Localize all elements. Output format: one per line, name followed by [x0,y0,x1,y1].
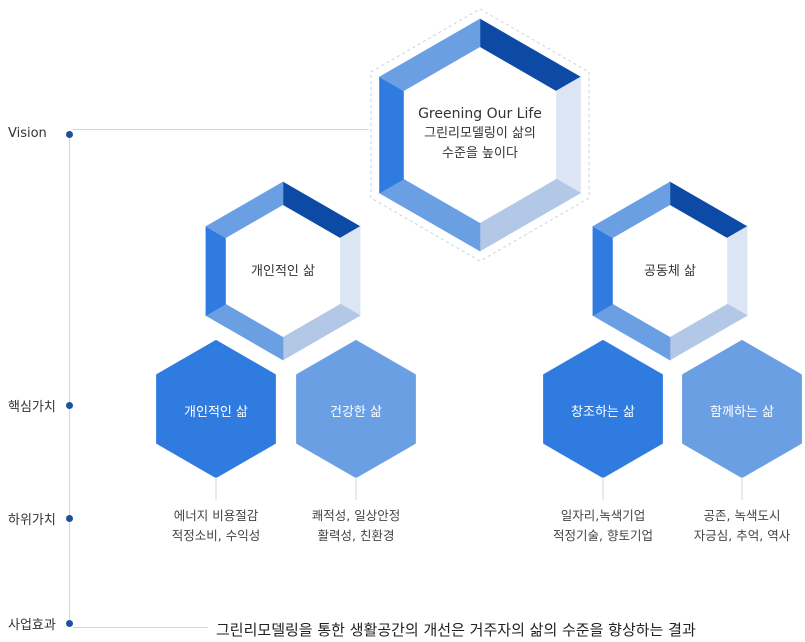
core-value-healthy: 건강한 삶 [330,405,382,420]
vision-text: Greening Our Life 그린리모델링이 삶의 수준을 높이다 [400,104,560,164]
vision-line-3: 수준을 높이다 [442,146,518,161]
level-label-core: 핵심가치 [8,400,56,415]
category-personal: 개인적인 삶 [251,264,315,279]
sub-values-personal: 에너지 비용절감 적정소비, 수익성 [146,506,286,546]
sub-value-line: 에너지 비용절감 [173,508,259,523]
level-axis-line [69,134,70,624]
sub-values-together: 공존, 녹색도시 자긍심, 추억, 역사 [672,506,805,546]
sub-value-line: 적정기술, 향토기업 [553,528,653,543]
level-dot-core [66,402,73,409]
core-value-personal: 개인적인 삶 [184,405,248,420]
core-value-together: 함께하는 삶 [710,405,774,420]
level-label-vision: Vision [8,126,47,141]
sub-values-healthy: 쾌적성, 일상안정 활력성, 친환경 [286,506,426,546]
community-hexagon-inner [612,205,728,337]
vision-connector [73,129,369,130]
vision-title: Greening Our Life [418,106,542,122]
business-effect-statement: 그린리모델링을 통한 생활공간의 개선은 거주자의 삶의 수준을 향상하는 결과 [216,621,696,639]
sub-value-line: 활력성, 친환경 [317,528,395,543]
sub-value-line: 자긍심, 추억, 역사 [693,528,791,543]
level-dot-sub [66,515,73,522]
effect-connector [73,627,208,628]
vision-hexagon-inner [403,47,557,223]
sub-value-line: 일자리,녹색기업 [560,508,646,523]
level-dot-effect [66,620,73,627]
vision-line-2: 그린리모델링이 삶의 [424,126,536,141]
level-label-effect: 사업효과 [8,618,56,633]
sub-value-line: 공존, 녹색도시 [703,508,781,523]
community-hexagon-segment [726,225,748,317]
level-label-sub: 하위가치 [8,513,56,528]
sub-value-line: 쾌적성, 일상안정 [311,508,401,523]
sub-values-creative: 일자리,녹색기업 적정기술, 향토기업 [533,506,673,546]
category-community: 공동체 삶 [644,264,696,279]
personal-hexagon-segment [339,225,361,317]
sub-value-line: 적정소비, 수익성 [171,528,261,543]
level-dot-vision [66,131,73,138]
core-value-creative: 창조하는 삶 [571,405,635,420]
personal-hexagon-inner [225,205,341,337]
